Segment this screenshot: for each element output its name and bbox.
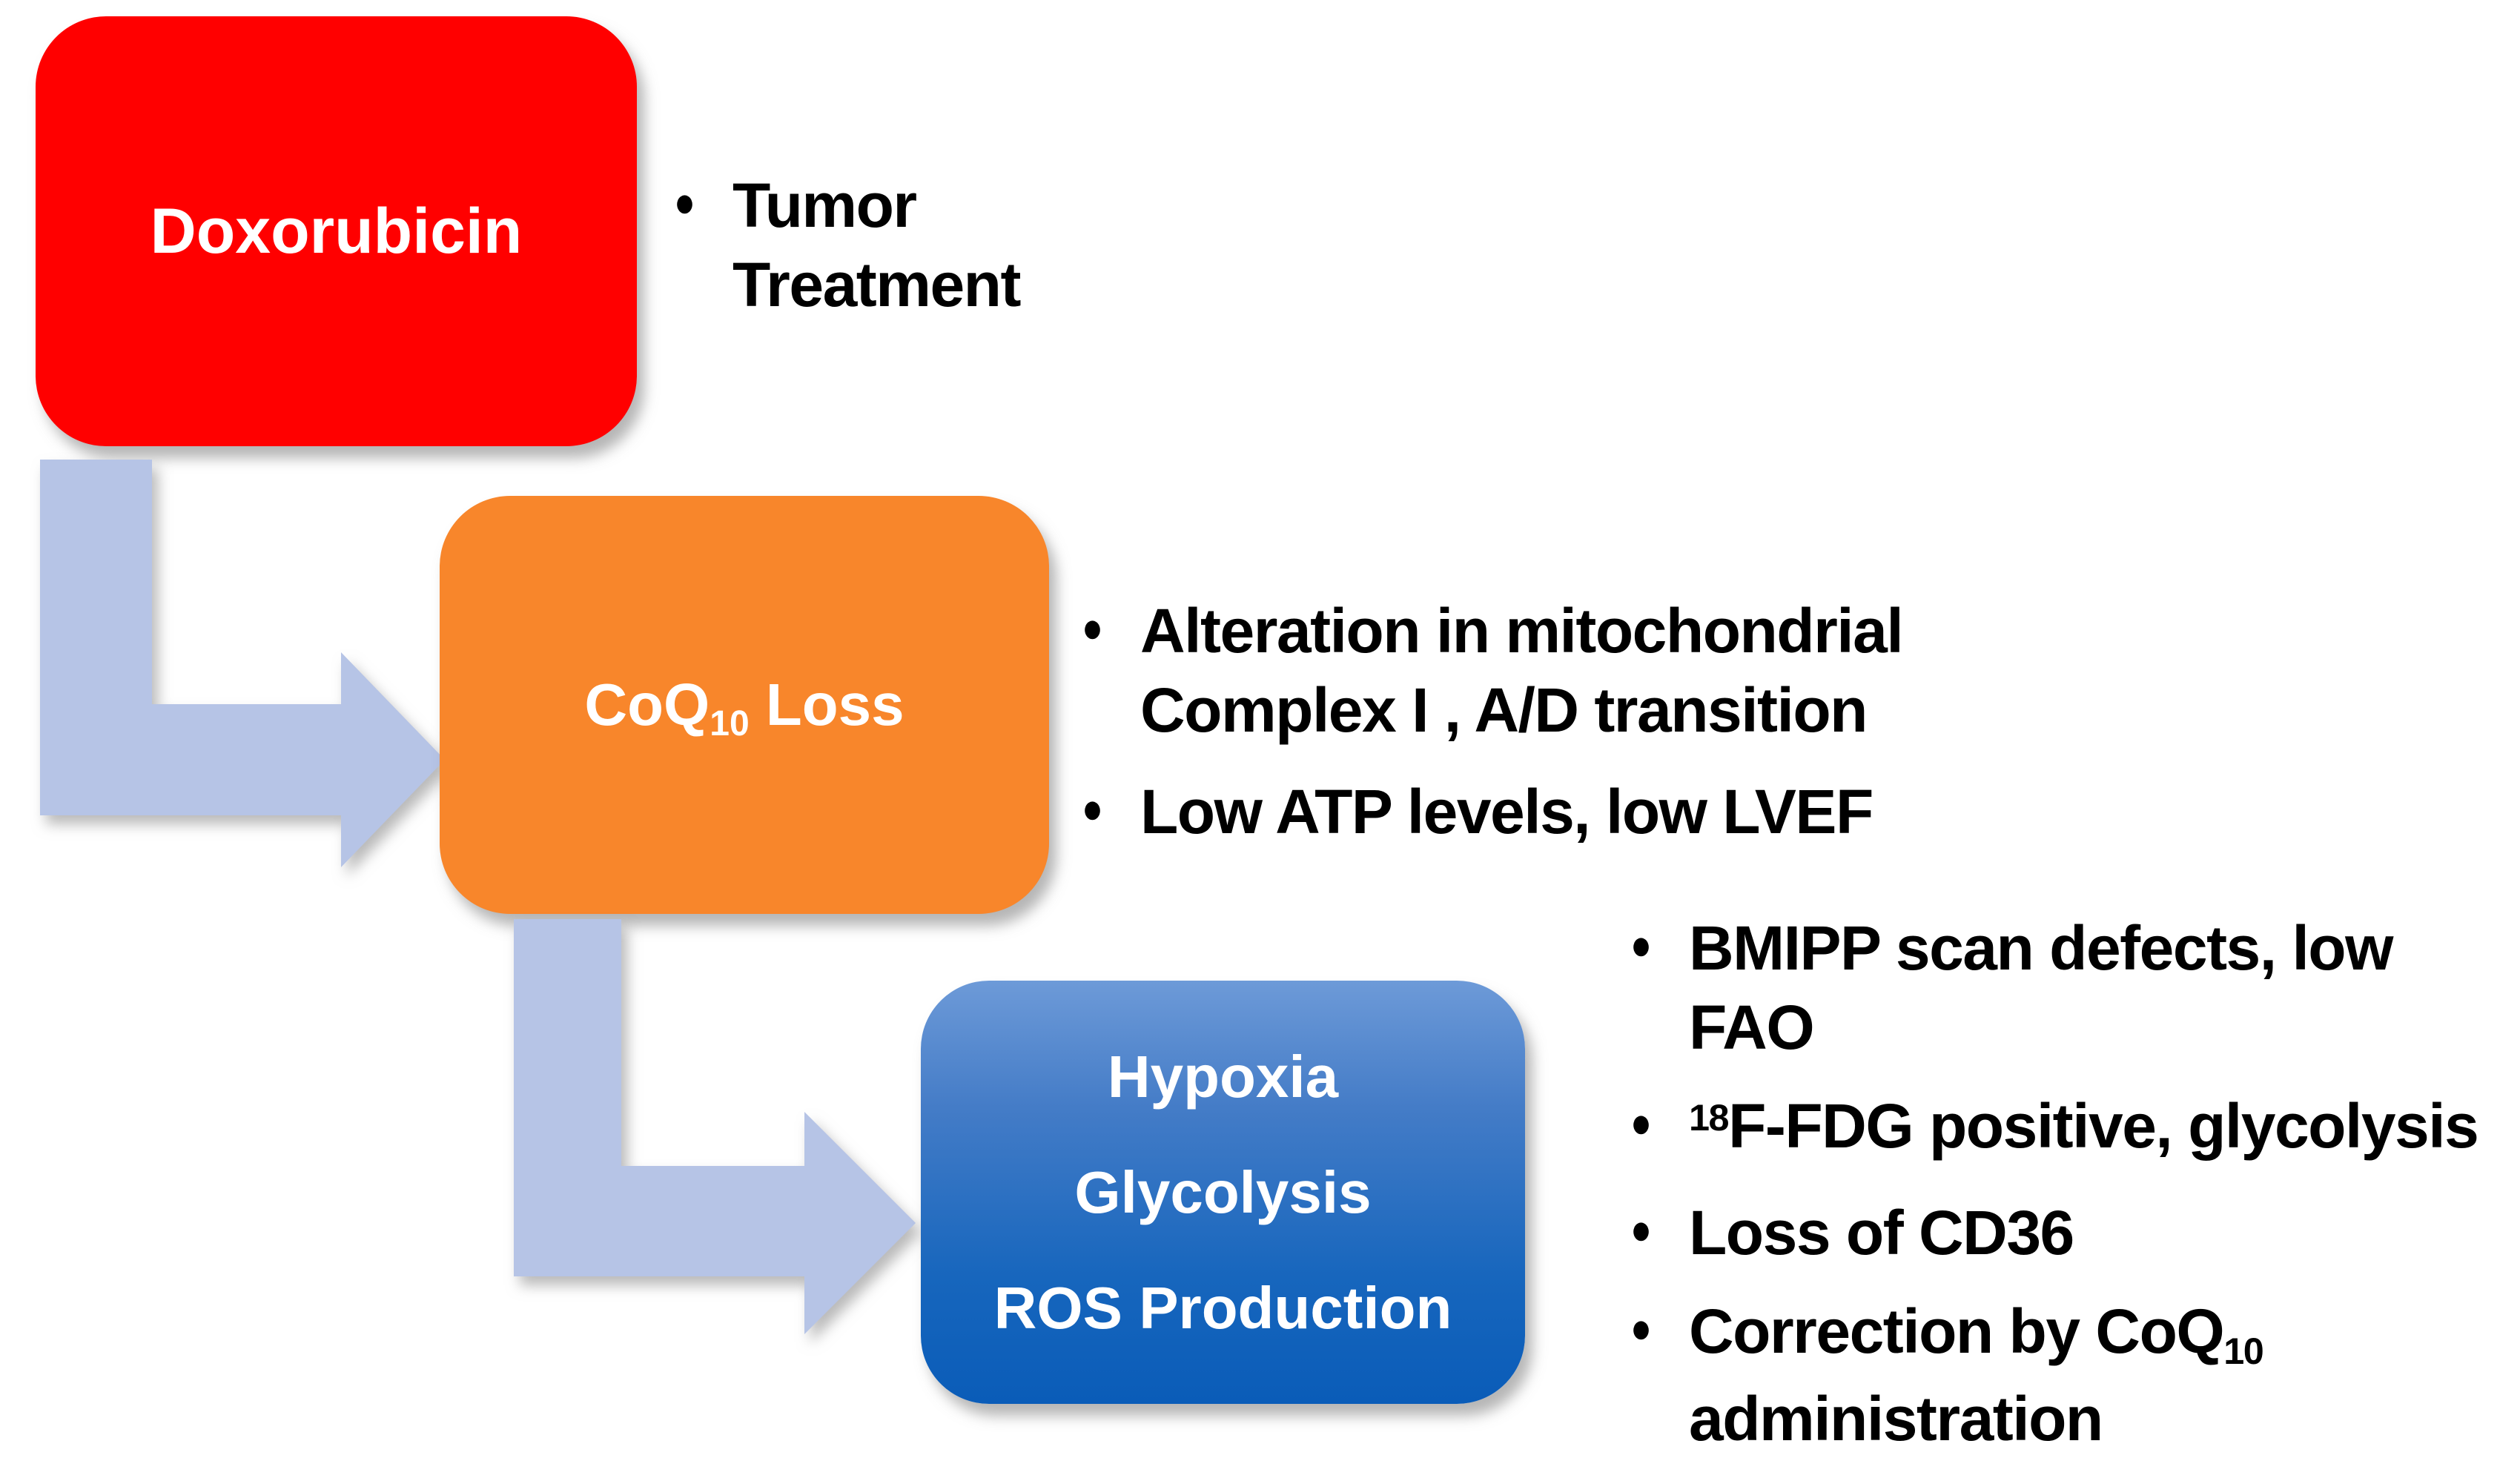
list-item: Alteration in mitochondrial Complex I , … [1071,591,1983,750]
diagram-canvas: Doxorubicin Tumor Treatment CoQ10 Loss A… [0,0,2520,1443]
list-item: Tumor Treatment [664,166,1079,325]
list-item: 18F-FDG positive, glycolysis [1620,1087,2517,1174]
fdg-text: F-FDG positive, glycolysis [1728,1091,2479,1161]
node-line-ros-production: ROS Production [993,1274,1452,1341]
node-line-glycolysis: Glycolysis [1074,1159,1372,1225]
coq10-prefix: CoQ [584,672,710,738]
correction-suffix: administration [1689,1384,2103,1454]
elbow-arrow-connector-2 [514,919,916,1334]
list-item: Correction by CoQ10 administration [1620,1292,2517,1459]
node-hypoxia-glycolysis-ros: Hypoxia Glycolysis ROS Production [921,981,1525,1404]
list-item: BMIPP scan defects, low FAO [1620,909,2517,1067]
coq10-effects-bullet-list: Alteration in mitochondrial Complex I , … [1071,591,1983,874]
node-hypoxia-lines: Hypoxia Glycolysis ROS Production [994,1019,1452,1366]
node-doxorubicin-label: Doxorubicin [150,195,523,267]
list-item: Loss of CD36 [1620,1193,2517,1273]
node-coq10-loss: CoQ10 Loss [440,496,1049,914]
elbow-arrow-connector-1 [40,460,445,867]
tumor-bullet-list: Tumor Treatment [664,166,1079,325]
list-item: Low ATP levels, low LVEF [1071,772,1983,852]
correction-prefix: Correction by CoQ [1689,1296,2225,1366]
elbow-arrow-shape [40,460,445,867]
outcome-effects-bullet-list: BMIPP scan defects, low FAO 18F-FDG posi… [1620,909,2517,1478]
coq10-suffix: Loss [749,672,905,738]
coq10-subscript: 10 [710,704,750,744]
correction-subscript: 10 [2223,1330,2264,1373]
node-doxorubicin: Doxorubicin [36,16,637,446]
node-coq10-loss-label: CoQ10 Loss [584,671,905,743]
node-line-hypoxia: Hypoxia [1107,1043,1339,1110]
fdg-superscript: 18 [1689,1096,1730,1139]
elbow-arrow-shape [514,919,916,1334]
